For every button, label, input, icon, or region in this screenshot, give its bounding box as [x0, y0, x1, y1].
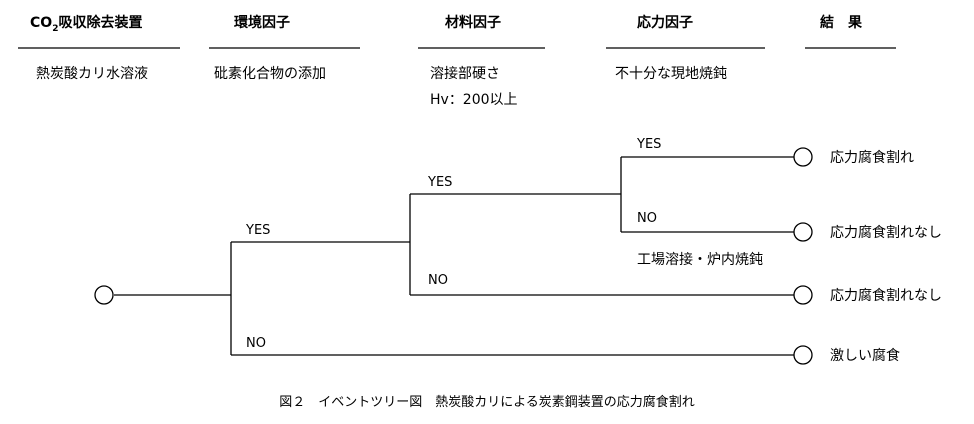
result-label-1: 応力腐食割れ — [830, 149, 914, 166]
root-node — [94, 285, 114, 305]
result-label-2: 応力腐食割れなし — [830, 224, 942, 241]
figure-caption: 図２ イベントツリー図 熱炭酸カリによる炭素鋼装置の応力腐食割れ — [279, 394, 695, 410]
condition-arsenic: 砒素化合物の添加 — [214, 66, 326, 82]
branch3-yes-label: YES — [636, 137, 661, 152]
result-node-2 — [793, 222, 813, 242]
header-co2-removal: CO2吸収除去装置 — [30, 14, 142, 34]
result-label-4: 激しい腐食 — [830, 347, 900, 364]
result-label-3: 応力腐食割れなし — [830, 287, 942, 304]
header-environment-factor: 環境因子 — [234, 14, 290, 31]
result-node-4 — [793, 345, 813, 365]
condition-annealing: 不十分な現地焼鈍 — [615, 66, 727, 82]
header-stress-factor: 応力因子 — [637, 14, 693, 31]
branch3-note: 工場溶接・炉内焼鈍 — [637, 251, 763, 268]
header-material-factor: 材料因子 — [445, 14, 501, 31]
branch2-no-label: NO — [428, 273, 448, 288]
condition-hardness-value: Hv：200以上 — [430, 92, 518, 108]
result-node-3 — [793, 285, 813, 305]
condition-weld-hardness: 溶接部硬さ — [430, 65, 500, 82]
branch1-yes-label: YES — [245, 223, 270, 238]
result-node-1 — [793, 147, 813, 167]
branch1-no-label: NO — [246, 336, 266, 351]
branch2-yes-label: YES — [427, 175, 452, 190]
condition-solution: 熱炭酸カリ水溶液 — [36, 66, 148, 82]
branch3-no-label: NO — [637, 211, 657, 226]
header-result: 結 果 — [820, 14, 863, 31]
